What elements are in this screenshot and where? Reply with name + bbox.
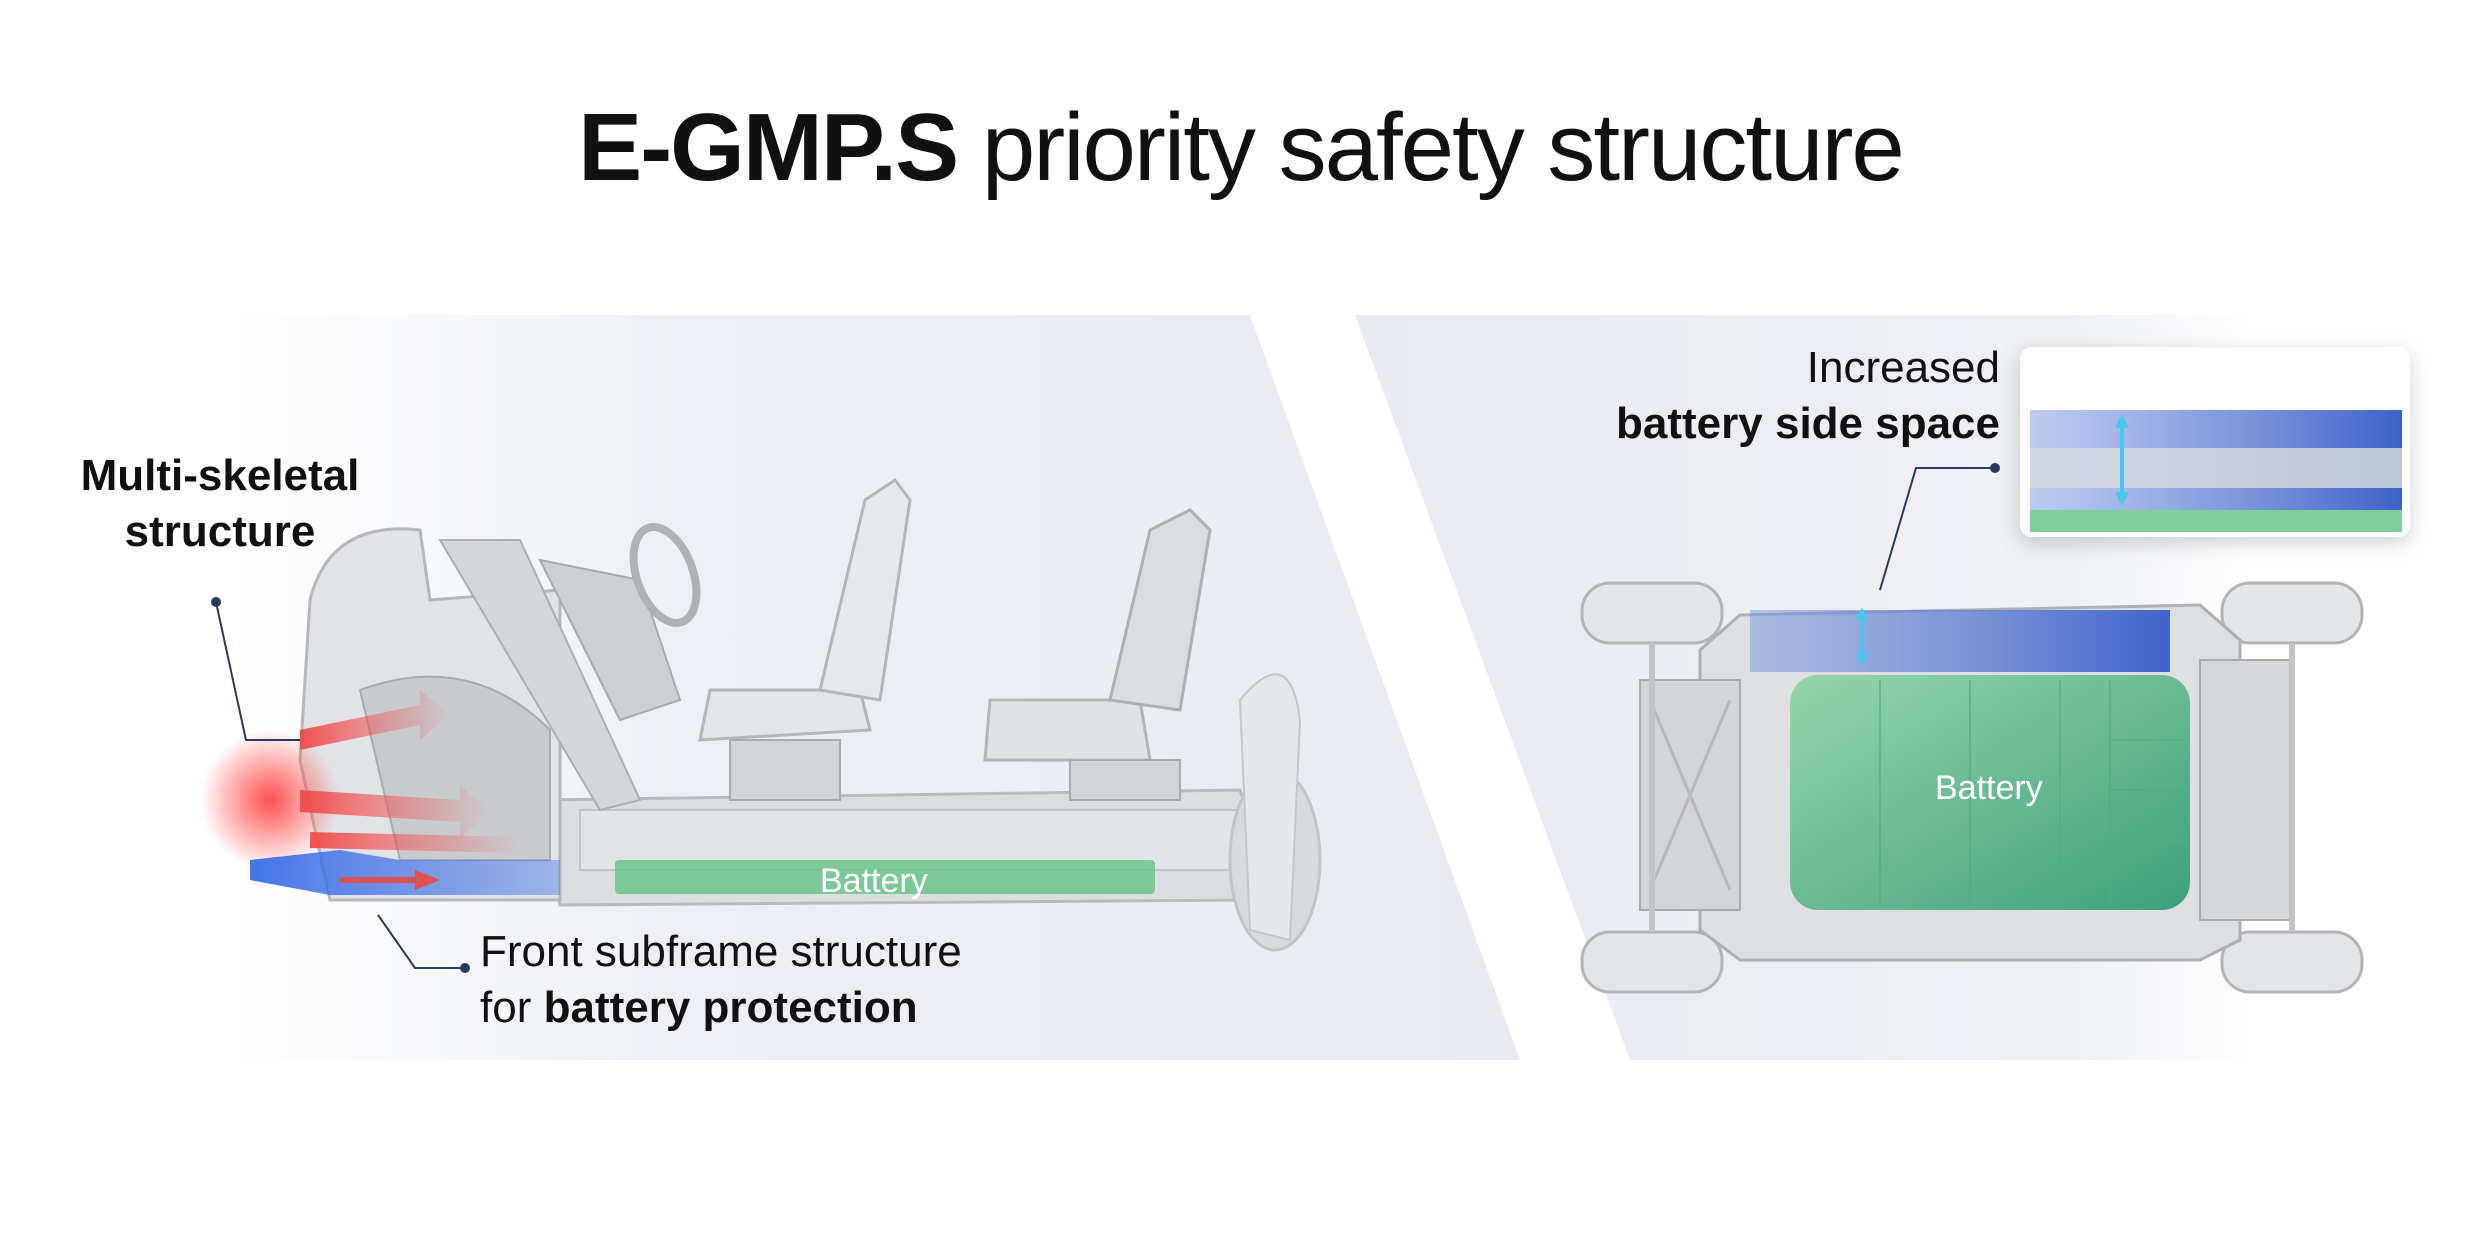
front-subframe-highlight [250, 850, 560, 895]
subframe-arrows [340, 870, 440, 890]
label-front-subframe: Front subframe structure for battery pro… [480, 924, 1120, 1036]
side-space-bold: battery side space [1616, 399, 2000, 448]
front-subframe-line1: Front subframe structure [480, 927, 962, 976]
label-multi-skeletal: Multi-skeletal structure [80, 451, 360, 556]
title-bold: E-GMP.S [578, 94, 959, 201]
battery-label-right: Battery [1935, 769, 2043, 807]
title-rest: priority safety structure [981, 94, 1905, 201]
inset-detail [2030, 410, 2402, 532]
front-subframe-line2: for battery protection [480, 980, 1120, 1036]
front-subframe-prefix: for [480, 983, 532, 1032]
right-battery [1790, 675, 2190, 910]
side-space-highlight [1750, 610, 2170, 672]
page-title: E-GMP.S priority safety structure [0, 88, 2481, 208]
battery-grid [1879, 680, 2185, 905]
label-side-space: Increased battery side space [1540, 340, 2000, 452]
impact-burst [200, 730, 340, 870]
leader-multi-skeletal [211, 597, 300, 741]
leader-front-subframe [377, 914, 470, 973]
leader-side-space [1879, 463, 2000, 591]
load-path-arrows [300, 690, 521, 853]
battery-label-left: Battery [820, 862, 928, 900]
front-subframe-bold: battery protection [543, 983, 918, 1032]
side-space-arrow [1855, 608, 1869, 666]
left-battery [615, 860, 1155, 894]
side-space-line1: Increased [1806, 343, 2000, 392]
